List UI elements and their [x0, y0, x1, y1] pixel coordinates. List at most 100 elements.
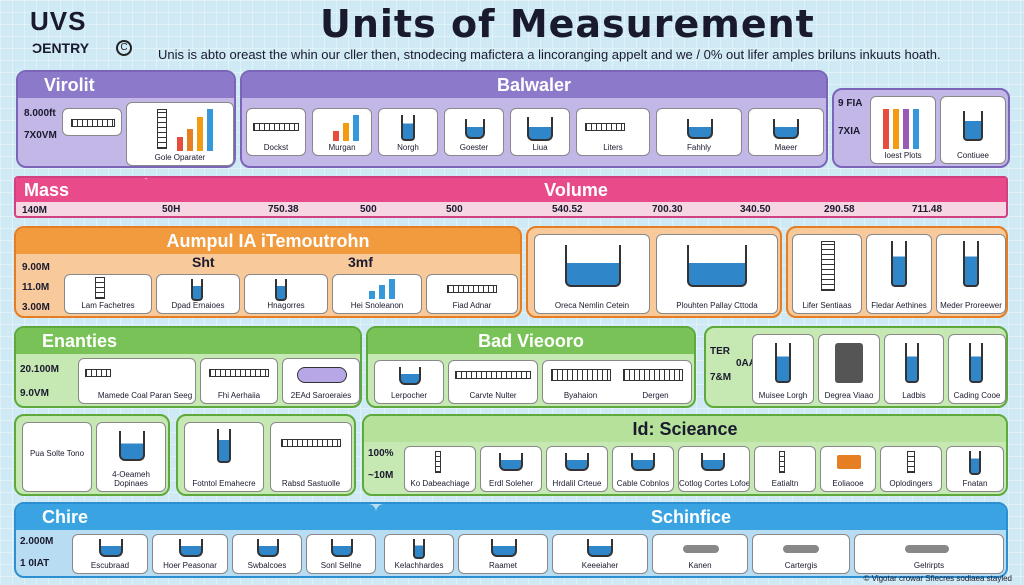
section-mass: Mass Volume 140M 50H 750.38 500 500 540.…: [14, 176, 1008, 218]
unit-card[interactable]: Lam Fachetres: [64, 274, 152, 314]
unit-card[interactable]: Norgh: [378, 108, 438, 156]
ruler-card[interactable]: [62, 108, 122, 136]
card-label: Hei Snoleanon: [350, 301, 404, 310]
unit-card[interactable]: Degrea Viaao: [818, 334, 880, 404]
unit-card[interactable]: 2EAd Saroeraies: [282, 358, 360, 404]
card-label: Plouhten Pallay Cttoda: [676, 301, 758, 310]
block-icon: [835, 343, 863, 383]
unit-card[interactable]: Oreca Nemlin Cetein: [534, 234, 650, 314]
unit-card[interactable]: Cading Cooe: [948, 334, 1006, 404]
cylinder-icon: [963, 241, 979, 287]
bar-icon: [187, 129, 193, 151]
logo: UVS: [30, 6, 87, 36]
card-label: 4-Oeameh Dopinaes: [112, 470, 150, 488]
card-label: Lifer Sentiaas: [802, 301, 852, 310]
beaker-icon: [565, 453, 589, 471]
card-label: 2EAd Saroeraies: [290, 391, 352, 400]
side-label: 7&M: [710, 372, 732, 383]
card-label: Kanen: [688, 561, 712, 570]
beaker-icon: [99, 539, 123, 557]
chart-card[interactable]: Gole Oparater: [126, 102, 234, 166]
unit-card[interactable]: Pua Solte Tono: [22, 422, 92, 492]
unit-card[interactable]: Muisee Lorgh: [752, 334, 814, 404]
card-label: Gelrirpts: [913, 561, 945, 570]
cylinder-icon: [413, 539, 425, 559]
unit-card[interactable]: Dockst: [246, 108, 306, 156]
section-volume-title: Volume: [146, 178, 1006, 202]
unit-card[interactable]: Swbalcoes: [232, 534, 302, 574]
unit-card[interactable]: Kanen: [652, 534, 748, 574]
unit-card[interactable]: Fnatan: [946, 446, 1004, 492]
unit-card[interactable]: Goester: [444, 108, 504, 156]
unit-card[interactable]: Dpad Ernaioes: [156, 274, 240, 314]
bar-icon: [883, 109, 889, 149]
unit-card[interactable]: Ladbis: [884, 334, 944, 404]
cylinder-icon: [275, 279, 287, 301]
unit-card[interactable]: Maeer: [748, 108, 824, 156]
unit-card[interactable]: Byahaion Dergen: [542, 360, 692, 404]
card-label: Swbalcoes: [247, 561, 287, 570]
unit-card[interactable]: Hrdalil Crteue: [546, 446, 608, 492]
unit-card[interactable]: Ko Dabeachiage: [404, 446, 476, 492]
unit-card[interactable]: Ioest Plots: [870, 96, 936, 164]
section-badvieco: Bad Vieooro Lerpocher Carvte Nulter Byah…: [366, 326, 696, 408]
unit-card[interactable]: Hnagorres: [244, 274, 328, 314]
unit-card[interactable]: Fotntol Emahecre: [184, 422, 264, 492]
card-label: Hoer Peasonar: [163, 561, 217, 570]
unit-card[interactable]: Hei Snoleanon: [332, 274, 422, 314]
unit-card[interactable]: Escubraad: [72, 534, 148, 574]
ruler-icon: [585, 123, 625, 131]
cylinder-icon: [969, 451, 981, 475]
unit-card[interactable]: Fiad Adnar: [426, 274, 518, 314]
unit-card[interactable]: Cartergis: [752, 534, 850, 574]
unit-card[interactable]: Liters: [576, 108, 650, 156]
unit-card[interactable]: Kelachhardes: [384, 534, 454, 574]
unit-card[interactable]: 4-Oeameh Dopinaes: [96, 422, 166, 492]
ruler-icon: [85, 369, 111, 377]
unit-card[interactable]: Eatialtn: [754, 446, 816, 492]
fish-icon: [905, 545, 949, 553]
unit-card[interactable]: Fahhly: [656, 108, 742, 156]
card-label: Fiad Adnar: [452, 301, 492, 310]
side-label: 140M: [22, 205, 48, 216]
unit-card[interactable]: Cable Cobnlos: [612, 446, 674, 492]
side-label: 7X0VM: [24, 130, 57, 141]
card-label: Gole Oparater: [154, 153, 206, 162]
unit-card[interactable]: Keeeiaher: [552, 534, 648, 574]
unit-card[interactable]: Cotlog Cortes Lofoes: [678, 446, 750, 492]
unit-card[interactable]: Eoliaooe: [820, 446, 876, 492]
unit-card[interactable]: Oplodingers: [880, 446, 942, 492]
unit-card[interactable]: Plouhten Pallay Cttoda: [656, 234, 778, 314]
section-badvieco-title: Bad Vieooro: [368, 328, 694, 354]
unit-card[interactable]: Meder Proreewer: [936, 234, 1006, 314]
card-label: Norgh: [397, 143, 419, 152]
card-label: Murgan: [328, 143, 356, 152]
card-label: Lam Fachetres: [81, 301, 135, 310]
unit-card[interactable]: Carvte Nulter: [448, 360, 538, 404]
card-label: Cotlog Cortes Lofoes: [679, 479, 750, 488]
unit-card[interactable]: Murgan: [312, 108, 372, 156]
unit-card[interactable]: Rabsd Sastuolle: [270, 422, 352, 492]
unit-card[interactable]: Contiuee: [940, 96, 1006, 164]
unit-card[interactable]: Liua: [510, 108, 570, 156]
side-label: 0AAK: [736, 358, 764, 369]
bar-icon: [353, 115, 359, 141]
unit-card[interactable]: Gelrirpts: [854, 534, 1004, 574]
beaker-icon: [631, 453, 655, 471]
scale-value: 711.48: [912, 204, 943, 215]
unit-card[interactable]: Hoer Peasonar: [152, 534, 228, 574]
card-label: Kelachhardes: [394, 561, 444, 570]
unit-card[interactable]: Mamede Coal Paran Seeg: [78, 358, 196, 404]
card-label: Carvte Nulter: [469, 391, 517, 400]
unit-card[interactable]: Lifer Sentiaas: [792, 234, 862, 314]
unit-card[interactable]: Fhi Aerhaiia: [200, 358, 278, 404]
unit-card[interactable]: Erdl Soleher: [480, 446, 542, 492]
unit-card[interactable]: Sonl Sellne: [306, 534, 376, 574]
unit-card[interactable]: Fledar Aethines: [866, 234, 932, 314]
card-label: Liters: [603, 143, 623, 152]
side-label: 9.0VM: [20, 388, 49, 399]
unit-card[interactable]: Lerpocher: [374, 360, 444, 404]
unit-card[interactable]: Raamet: [458, 534, 548, 574]
bar-icon: [343, 123, 349, 141]
beaker-icon: [687, 245, 747, 287]
